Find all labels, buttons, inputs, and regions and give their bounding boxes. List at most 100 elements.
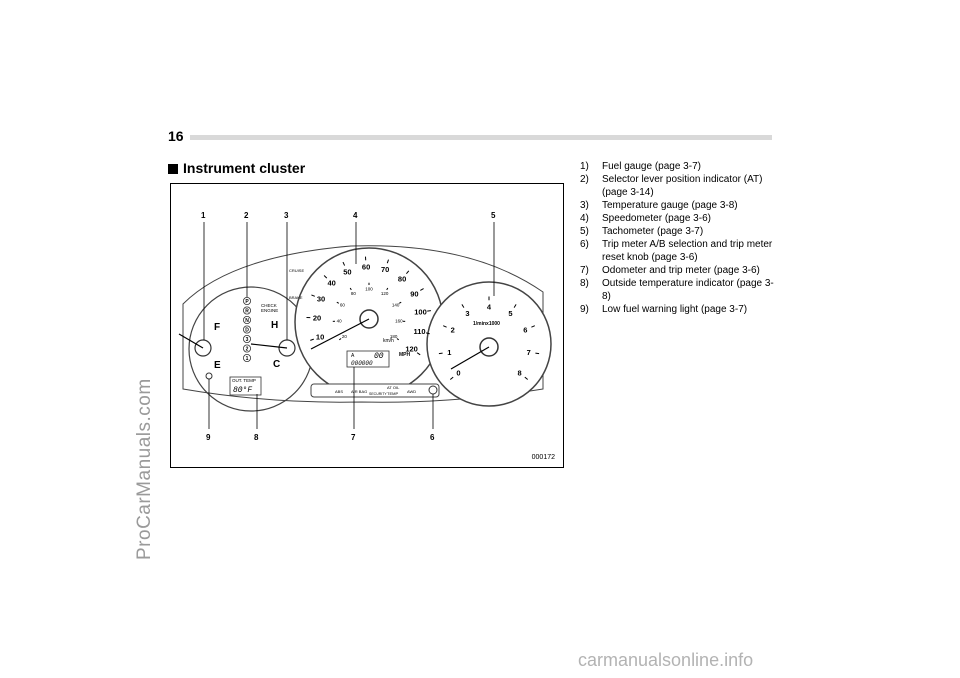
trip-meter-value: 00 <box>374 352 384 361</box>
legend-item: 7)Odometer and trip meter (page 3-6) <box>580 264 780 277</box>
warning-temp: TEMP <box>387 391 398 396</box>
tach-tick-label: 1 <box>447 348 451 357</box>
trip-reset-knob <box>428 385 438 395</box>
selector-position-label: R <box>245 308 249 314</box>
warning-security: SECURITY <box>369 392 387 396</box>
check-engine-line-1: CHECK <box>261 303 277 308</box>
mph-tick-label: 80 <box>398 275 406 284</box>
kmh-tick-label-tick <box>336 301 340 304</box>
mph-tick-label: 90 <box>410 289 418 298</box>
legend-num: 1) <box>580 161 589 172</box>
speedometer-unit-kmh: km/h <box>383 338 394 344</box>
warning-strip-frame <box>310 383 440 398</box>
mph-tick-label: 40 <box>328 278 336 287</box>
section-title: Instrument cluster <box>168 160 305 176</box>
legend-item: 9) Low fuel warning light (page 3-7) <box>580 303 780 316</box>
tach-tick-label: 2 <box>451 326 455 335</box>
legend-num: 9) <box>580 304 589 315</box>
kmh-tick-label-tick <box>339 338 342 341</box>
mph-tick-label-tick <box>311 294 315 297</box>
tach-tick-label-tick <box>461 304 465 308</box>
figure-legend: 1) Fuel gauge (page 3-7) 2)Selector lever… <box>580 160 780 316</box>
warning-awd: AWD <box>407 389 416 394</box>
mph-tick-label-tick <box>427 310 431 312</box>
check-engine-line-2: ENGINE <box>261 308 278 313</box>
tach-tick-label: 0 <box>456 368 460 377</box>
outside-temp-value: 80°F <box>233 386 252 395</box>
legend-text: Fuel gauge (page 3-7) <box>602 161 701 172</box>
legend-text: Selector lever position indicator (AT) (… <box>602 174 763 198</box>
mph-tick-label-tick <box>342 261 346 266</box>
selector-position-label: D <box>245 327 249 333</box>
legend-item: 4)Speedometer (page 3-6) <box>580 212 780 225</box>
mph-tick-label-tick <box>425 332 430 335</box>
callout-3: 3 <box>284 211 289 220</box>
mph-tick-label-tick <box>310 338 314 341</box>
legend-item: 5)Tachometer (page 3-7) <box>580 225 780 238</box>
callout-5: 5 <box>491 211 496 220</box>
kmh-tick-label: 120 <box>381 291 389 296</box>
mph-tick-label-tick <box>386 259 389 264</box>
legend-num: 8) <box>580 278 589 289</box>
legend-text: Trip meter A/B selection and trip meter … <box>602 239 773 263</box>
selector-position-label: 1 <box>246 356 249 362</box>
mph-tick-label-tick <box>420 288 424 291</box>
tach-tick-label: 3 <box>465 309 469 318</box>
tach-tick-label: 4 <box>487 303 492 312</box>
selector-position-ring <box>243 315 252 324</box>
kmh-tick-label-tick <box>386 287 389 291</box>
legend-text: Low fuel warning light (page 3-7) <box>602 304 748 315</box>
kmh-tick-label: 140 <box>392 303 400 308</box>
kmh-tick-label: 100 <box>365 287 373 292</box>
selector-position-label: P <box>245 299 249 305</box>
tach-tick-label-tick <box>513 304 517 308</box>
legend-item: 3)Temperature gauge (page 3-8) <box>580 199 780 212</box>
tachometer-needle <box>450 346 490 370</box>
tach-tick-label-tick <box>524 376 529 380</box>
mph-tick-label: 60 <box>362 263 370 272</box>
low-fuel-warning-light <box>205 372 213 380</box>
warning-airbag: AIR BAG <box>351 389 367 394</box>
legend-num: 4) <box>580 213 589 224</box>
kmh-tick-label-tick <box>349 287 352 291</box>
warning-abs: ABS <box>335 389 343 394</box>
temp-needle <box>250 343 288 349</box>
mph-tick-label-tick <box>416 352 421 356</box>
legend-item: 6) Trip meter A/B selection and trip mete… <box>580 238 780 264</box>
tachometer-unit: 1/minx1000 <box>473 321 500 327</box>
header-rule <box>190 135 772 140</box>
kmh-tick-label-tick <box>396 338 399 341</box>
kmh-tick-label: 180 <box>390 334 398 339</box>
speedometer-unit-mph: MPH <box>399 352 411 358</box>
speedometer-needle <box>310 318 370 350</box>
mph-tick-label: 120 <box>405 345 418 354</box>
selector-position-label: 2 <box>246 346 249 352</box>
legend-item: 2)Selector lever position indicator (AT)… <box>580 173 780 199</box>
callout-2: 2 <box>244 211 249 220</box>
tach-tick-label-tick <box>531 325 536 328</box>
fuel-full-label: F <box>214 322 220 333</box>
callout-9: 9 <box>206 433 211 442</box>
legend-text: Temperature gauge (page 3-8) <box>602 200 738 211</box>
odometer-value: 000000 <box>351 360 373 367</box>
legend-num: 7) <box>580 265 589 276</box>
trip-indicator-label: A <box>351 353 355 359</box>
kmh-tick-label: 160 <box>395 319 403 324</box>
mph-tick-label: 110 <box>413 327 425 336</box>
selector-position-label: N <box>245 318 249 324</box>
watermark-side: ProCarManuals.com <box>134 378 155 560</box>
selector-position-ring <box>243 353 252 362</box>
legend-item: 8)Outside temperature indicator (page 3-… <box>580 277 780 303</box>
tach-tick-label: 5 <box>508 309 512 318</box>
mph-tick-label: 70 <box>381 265 389 274</box>
tach-tick-label-tick <box>442 325 447 328</box>
temp-cold-label: C <box>273 359 280 370</box>
mph-tick-label: 10 <box>316 332 324 341</box>
legend-num: 6) <box>580 239 589 250</box>
outside-temp-label: OUT. TEMP <box>232 378 256 383</box>
mph-tick-label-tick <box>323 275 328 279</box>
mph-tick-label: 30 <box>317 295 325 304</box>
callout-1: 1 <box>201 211 206 220</box>
